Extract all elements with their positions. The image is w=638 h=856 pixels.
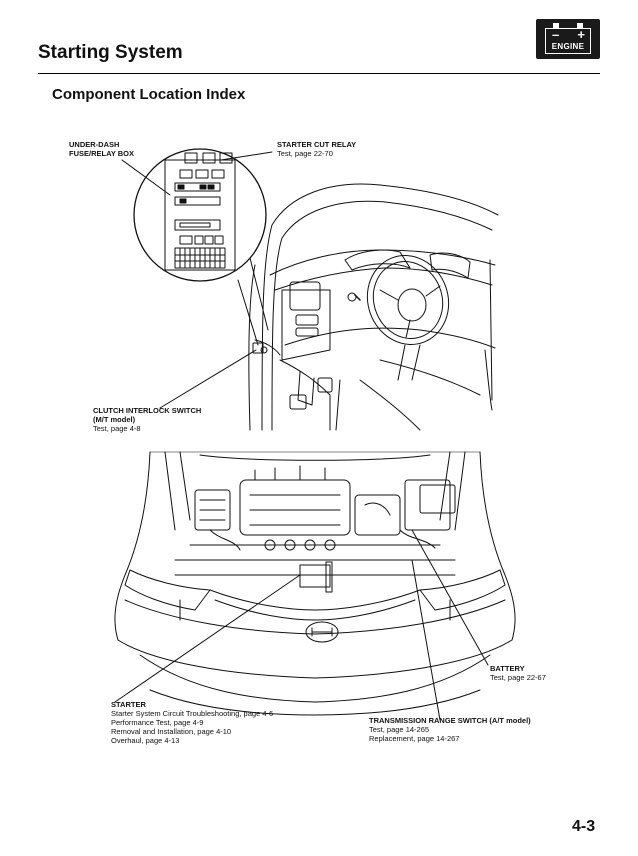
clutch-leader (159, 349, 257, 409)
fuse-box-magnifier (133, 148, 269, 346)
underdash-callout: UNDER-DASH FUSE/RELAY BOX (69, 140, 134, 158)
battery-icon: – + ENGINE (545, 23, 591, 54)
underdash-name-1: UNDER-DASH (69, 140, 120, 149)
battery-ref: Test, page 22-67 (490, 673, 546, 682)
battery-leader (411, 529, 489, 666)
starter-ref-1: Starter System Circuit Troubleshooting, … (111, 709, 274, 718)
header-rule (38, 73, 600, 74)
clutch-ref: Test, page 4-8 (93, 424, 141, 433)
starter-name: STARTER (111, 700, 146, 709)
page-number: 4-3 (572, 818, 596, 835)
starter-callout: STARTER Starter System Circuit Troublesh… (111, 700, 273, 745)
cut-relay-leader (220, 151, 273, 161)
starter-ref-2: Performance Test, page 4-9 (111, 718, 204, 727)
trs-callout: TRANSMISSION RANGE SWITCH (A/T model) Te… (369, 716, 531, 743)
engine-bay-illustration (114, 451, 516, 716)
engine-section-badge: – + ENGINE (536, 19, 600, 59)
clutch-name-1: CLUTCH INTERLOCK SWITCH (93, 406, 202, 415)
underdash-leader (121, 159, 171, 196)
underdash-name-2: FUSE/RELAY BOX (69, 149, 135, 158)
cut-relay-ref: Test, page 22-70 (277, 149, 333, 158)
clutch-name-2: (M/T model) (93, 415, 136, 424)
trs-name: TRANSMISSION RANGE SWITCH (A/T model) (369, 716, 531, 725)
section-title: Component Location Index (52, 86, 246, 103)
page-title: Starting System (38, 42, 183, 63)
badge-plus: + (577, 27, 585, 42)
starter-leader (114, 574, 301, 703)
starter-ref-4: Overhaul, page 4-13 (111, 736, 180, 745)
trs-leader (411, 559, 441, 721)
battery-callout: BATTERY Test, page 22-67 (490, 664, 546, 682)
trs-ref-1: Test, page 14-265 (369, 725, 430, 734)
battery-name: BATTERY (490, 664, 525, 673)
badge-minus: – (552, 27, 560, 42)
interior-illustration (248, 183, 499, 431)
cut-relay-callout: STARTER CUT RELAY Test, page 22-70 (277, 140, 356, 158)
trs-ref-2: Replacement, page 14-267 (369, 734, 460, 743)
starter-ref-3: Removal and Installation, page 4-10 (111, 727, 232, 736)
badge-label: ENGINE (551, 42, 585, 51)
clutch-callout: CLUTCH INTERLOCK SWITCH (M/T model) Test… (93, 406, 201, 433)
cut-relay-name: STARTER CUT RELAY (277, 140, 357, 149)
